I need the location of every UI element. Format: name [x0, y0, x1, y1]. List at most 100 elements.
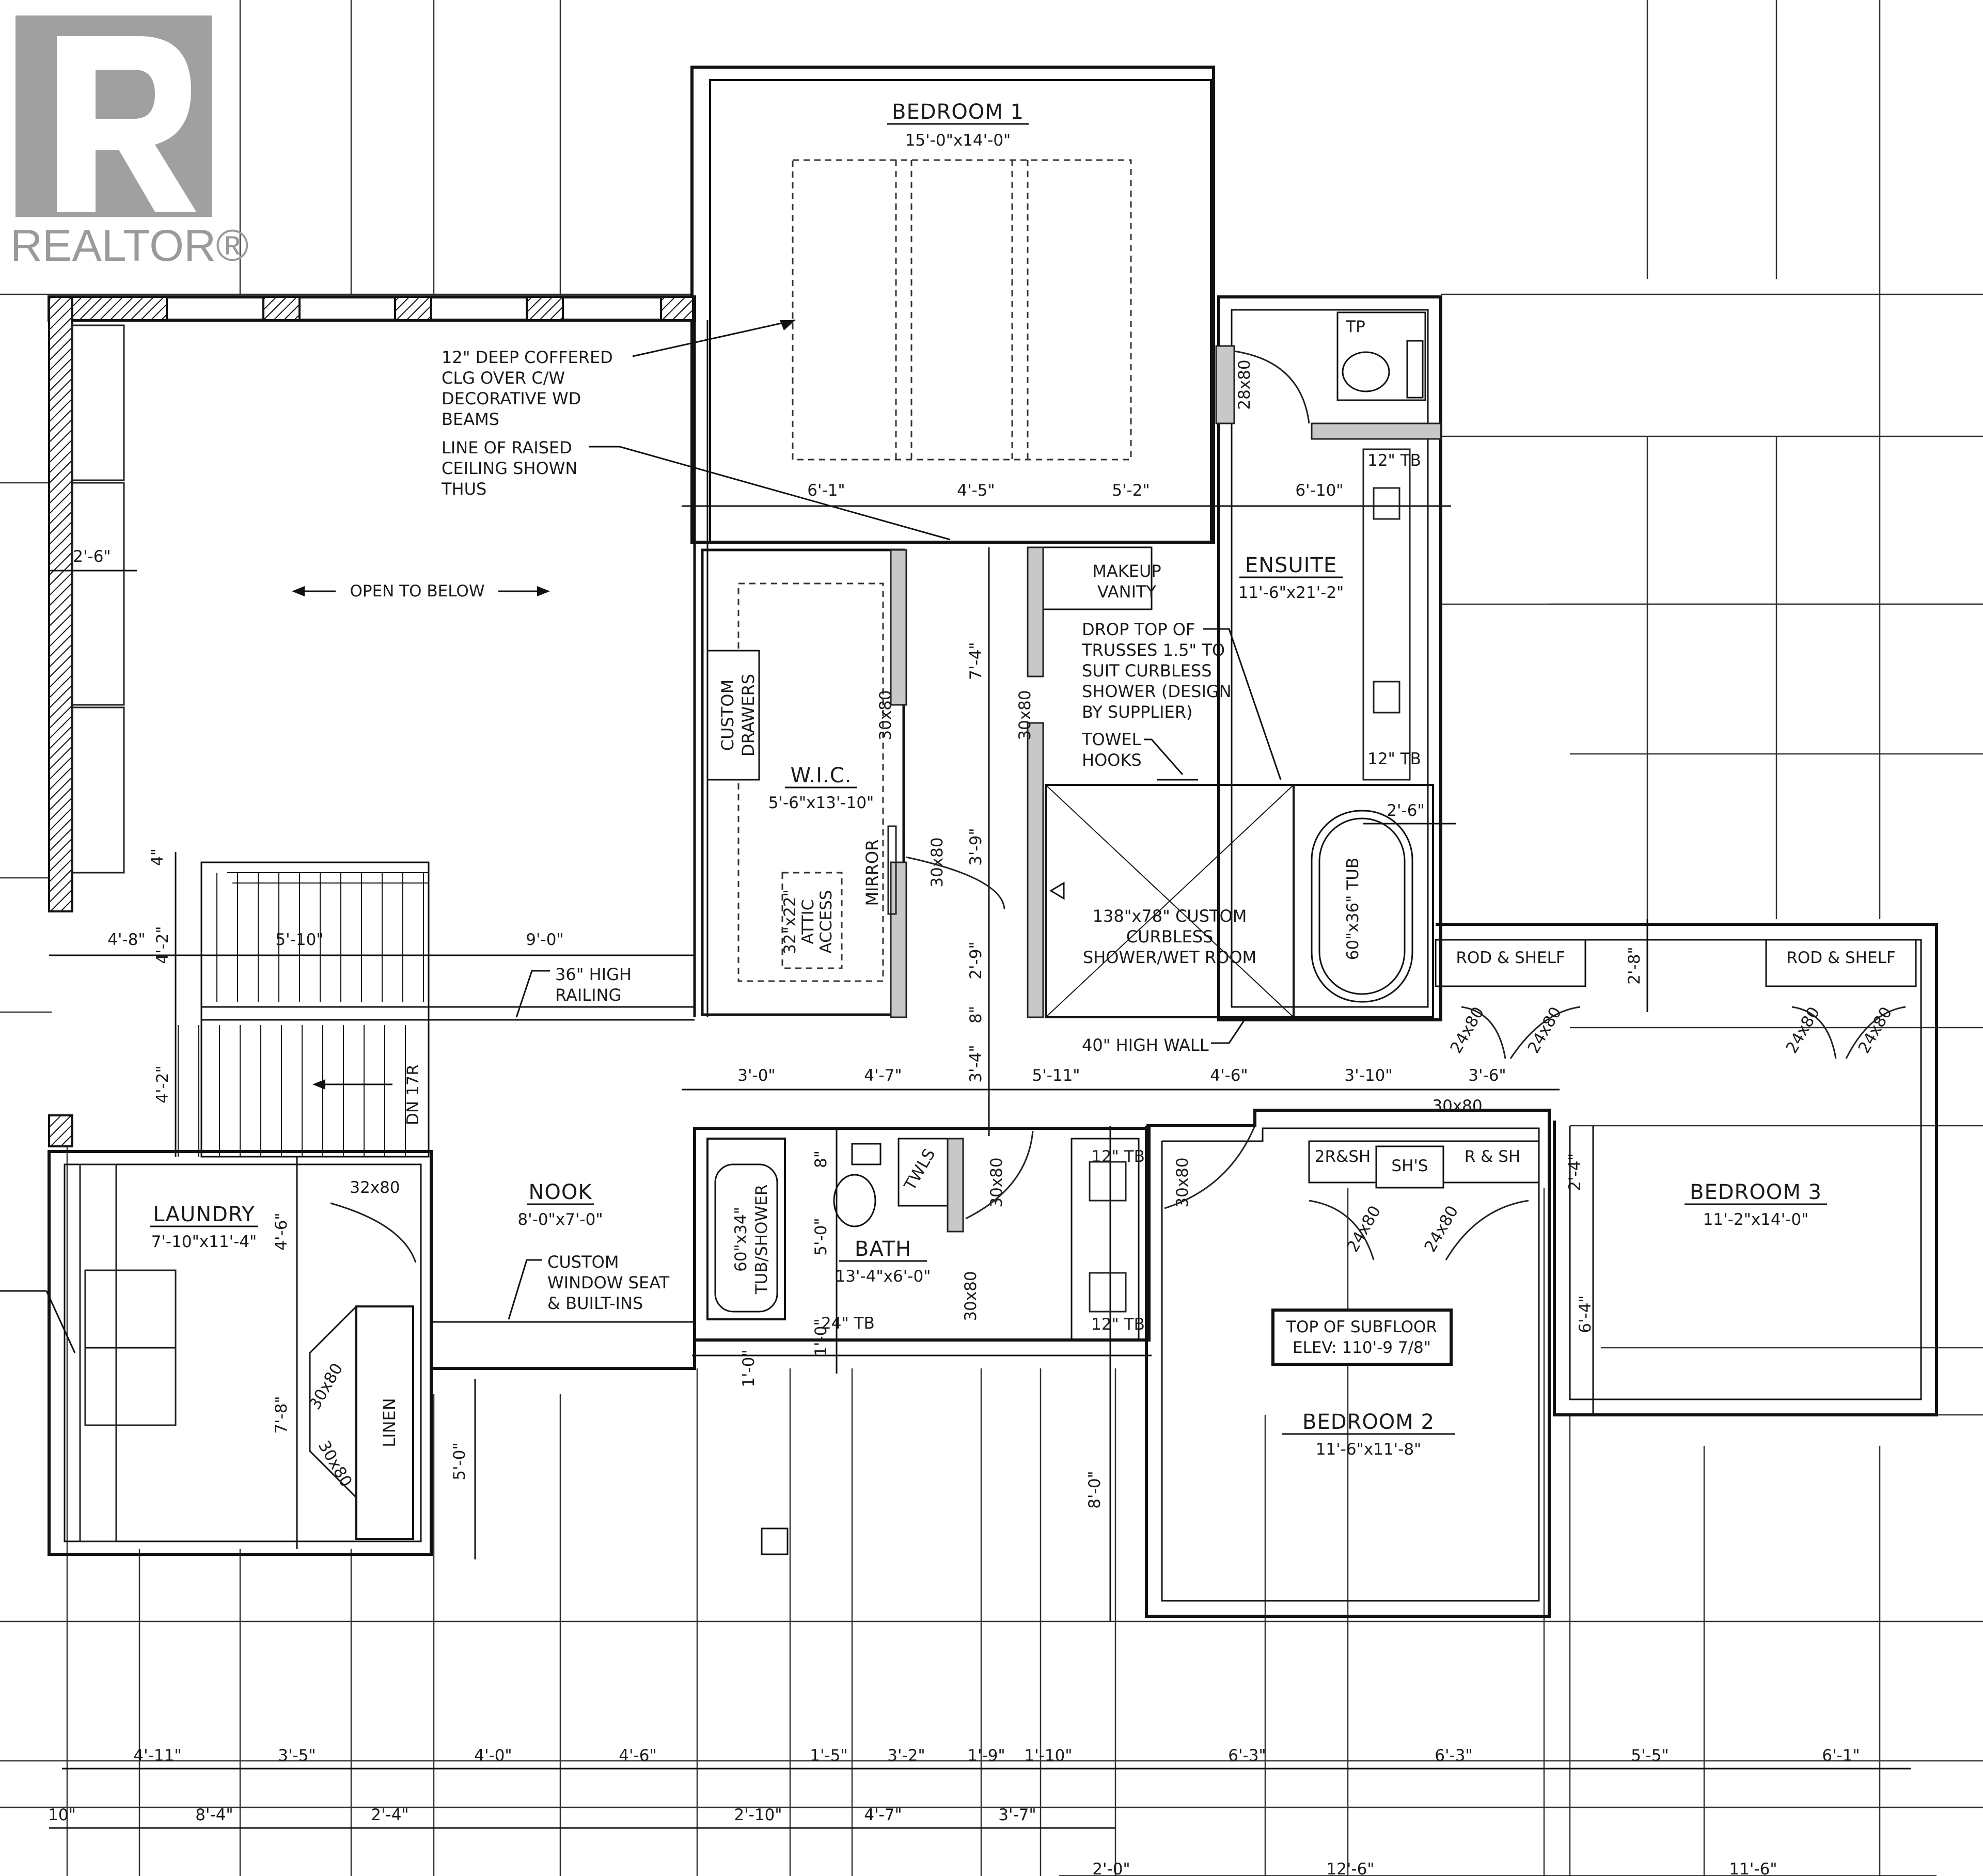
dim-text: 2'-9" — [967, 941, 985, 979]
dim-text: 5'-5" — [1631, 1746, 1669, 1765]
dim-text: 1'-5" — [810, 1746, 847, 1765]
dim-text: 4'-0" — [474, 1746, 512, 1765]
dim-text: 4'-2" — [153, 926, 172, 964]
bottom-dimensions: 4'-11" 3'-5" 4'-0" 4'-6" 1'-5" 3'-2" 1'-… — [48, 1746, 1937, 1876]
trusses-line4: SHOWER (DESIGN — [1082, 682, 1232, 701]
nook-name: NOOK — [528, 1180, 592, 1204]
stair-dn-label: DN 17R — [404, 1064, 422, 1125]
subfloor-line1: TOP OF SUBFLOOR — [1286, 1318, 1437, 1336]
window-seat-line1: CUSTOM — [547, 1252, 619, 1272]
linen-label: LINEN — [380, 1398, 399, 1447]
bath-name: BATH — [855, 1237, 911, 1261]
high-wall-text: 40" HIGH WALL — [1082, 1035, 1209, 1055]
raised-line2: CEILING SHOWN — [442, 459, 577, 478]
mirror-label: MIRROR — [862, 840, 882, 906]
dim-text: 3'-5" — [278, 1746, 316, 1765]
window-seat-line3: & BUILT-INS — [547, 1294, 643, 1313]
dim-text: 2'-8" — [1625, 947, 1644, 984]
dim-text: 2'-6" — [73, 547, 111, 566]
door-30x80-bath: 30x80 — [987, 1157, 1006, 1207]
dim-text: 8'-0" — [1085, 1471, 1104, 1508]
coffered-line4: BEAMS — [442, 409, 499, 429]
walk-in-closet: CUSTOM DRAWERS W.I.C. 5'-6"x13'-10" 32"x… — [701, 546, 1044, 1018]
dim-text: 7'-8" — [272, 1396, 291, 1433]
dim-text: 7'-4" — [967, 642, 985, 680]
tp-label: TP — [1345, 318, 1365, 336]
ensuite-size: 11'-6"x21'-2" — [1238, 584, 1344, 602]
bedroom2-size: 11'-6"x11'-8" — [1316, 1440, 1422, 1459]
towel-line2: HOOKS — [1082, 750, 1142, 770]
dim-text: 4'-6" — [619, 1746, 656, 1765]
tb-12-bath-top: 12" TB — [1091, 1147, 1145, 1166]
coffered-note: 12" DEEP COFFERED CLG OVER C/W DECORATIV… — [441, 319, 951, 541]
makeup-line2: VANITY — [1097, 582, 1157, 602]
mid-dimension-lines: 4'-8" 5'-10" 9'-0" 4'-2" 4'-2" 4" 3'-0" … — [49, 547, 1648, 1415]
bedroom3-size: 11'-2"x14'-0" — [1703, 1210, 1809, 1229]
coffered-line1: 12" DEEP COFFERED — [442, 348, 613, 367]
railing-line1: 36" HIGH — [555, 965, 632, 984]
dim-text: 4" — [148, 848, 167, 866]
dim-text: 5'-2" — [1112, 481, 1150, 500]
dim-text: 10" — [48, 1806, 76, 1824]
bath: 60"x34" TUB/SHOWER TWLS BATH 13'-4"x6'-0… — [692, 1127, 1152, 1374]
door-24x80-b2b: 24x80 — [1421, 1203, 1462, 1255]
shower-line1: 138"x78" CUSTOM — [1093, 906, 1247, 926]
dim-text: 12'-6" — [1326, 1860, 1374, 1876]
dim-text: 6'-4" — [1576, 1295, 1595, 1333]
rod-shelf-2: ROD & SHELF — [1786, 949, 1895, 967]
dim-text: 4'-6" — [1210, 1066, 1248, 1085]
dim-text: 2'-6" — [1387, 801, 1424, 820]
door-28x80-label: 28x80 — [1235, 359, 1254, 409]
nook: NOOK 8'-0"x7'-0" CUSTOM WINDOW SEAT & BU… — [430, 1180, 789, 1559]
dim-text: 3'-7" — [998, 1806, 1036, 1824]
laundry-name: LAUNDRY — [153, 1203, 255, 1226]
dim-text: 3'-2" — [887, 1746, 925, 1765]
laundry: LAUNDRY 7'-10"x11'-4" 32x80 LINEN 30x80 … — [0, 1150, 433, 1556]
shower-line2: CURBLESS — [1126, 927, 1214, 947]
raised-line1: LINE OF RAISED — [442, 438, 572, 458]
stair: DN 17R 36" HIGH RAILING — [178, 861, 695, 1158]
custom-drawers-line1: CUSTOM — [718, 680, 737, 751]
dim-text: 6'-10" — [1295, 481, 1343, 500]
subfloor-line2: ELEV: 110'-9 7/8" — [1293, 1338, 1431, 1357]
open-area-walls — [48, 295, 709, 1147]
window-seat-line2: WINDOW SEAT — [547, 1273, 670, 1292]
dim-text: 6'-1" — [807, 481, 845, 500]
dim-text: 4'-8" — [107, 931, 145, 949]
trusses-line3: SUIT CURBLESS — [1082, 661, 1212, 681]
attic-line3: ACCESS — [817, 890, 836, 954]
door-30x80-laundry2: 30x80 — [314, 1438, 356, 1490]
door-30x80-wic: 30x80 — [876, 690, 895, 740]
door-24x80-b3c: 24x80 — [1782, 1004, 1823, 1057]
dim-text: 1'-0" — [812, 1318, 830, 1356]
door-30x80-bath2: 30x80 — [962, 1271, 980, 1321]
trusses-line5: BY SUPPLIER) — [1082, 702, 1192, 722]
tb-12-bath-bot: 12" TB — [1091, 1315, 1145, 1334]
trusses-line1: DROP TOP OF — [1082, 620, 1195, 639]
bedroom1-size: 15'-0"x14'-0" — [905, 131, 1011, 150]
dim-text: 1'-9" — [967, 1746, 1005, 1765]
coffered-line3: DECORATIVE WD — [442, 389, 581, 408]
door-24x80-b2a: 24x80 — [1343, 1203, 1384, 1255]
wic-name: W.I.C. — [791, 764, 852, 787]
dim-text: 4'-2" — [153, 1065, 172, 1103]
bedroom3-name: BEDROOM 3 — [1690, 1180, 1822, 1204]
dim-text: 9'-0" — [526, 931, 563, 949]
dim-text: 4'-6" — [272, 1212, 291, 1250]
dim-text: 2'-4" — [1566, 1153, 1584, 1191]
dim-text: 3'-6" — [1468, 1066, 1506, 1085]
tb-12-mid: 12" TB — [1367, 750, 1421, 768]
dim-text: 3'-0" — [737, 1066, 775, 1085]
tb-12-top: 12" TB — [1367, 451, 1421, 470]
dim-text: 4'-7" — [864, 1806, 902, 1824]
raised-line3: THUS — [441, 479, 486, 499]
closet-shs: SH'S — [1391, 1157, 1428, 1175]
open-to-below-text: OPEN TO BELOW — [350, 582, 485, 601]
door-32x80-label: 32x80 — [350, 1178, 400, 1197]
dim-text: 8'-4" — [195, 1806, 233, 1824]
rod-shelf-1: ROD & SHELF — [1456, 949, 1565, 967]
tub-label: 60"x36" TUB — [1344, 858, 1362, 960]
realtor-brand-text: REALTOR® — [10, 221, 249, 271]
bedroom-2: 2R&SH SH'S R & SH 24x80 24x80 TOP OF SUB… — [1085, 1097, 1551, 1621]
bath-size: 13'-4"x6'-0" — [836, 1267, 931, 1286]
